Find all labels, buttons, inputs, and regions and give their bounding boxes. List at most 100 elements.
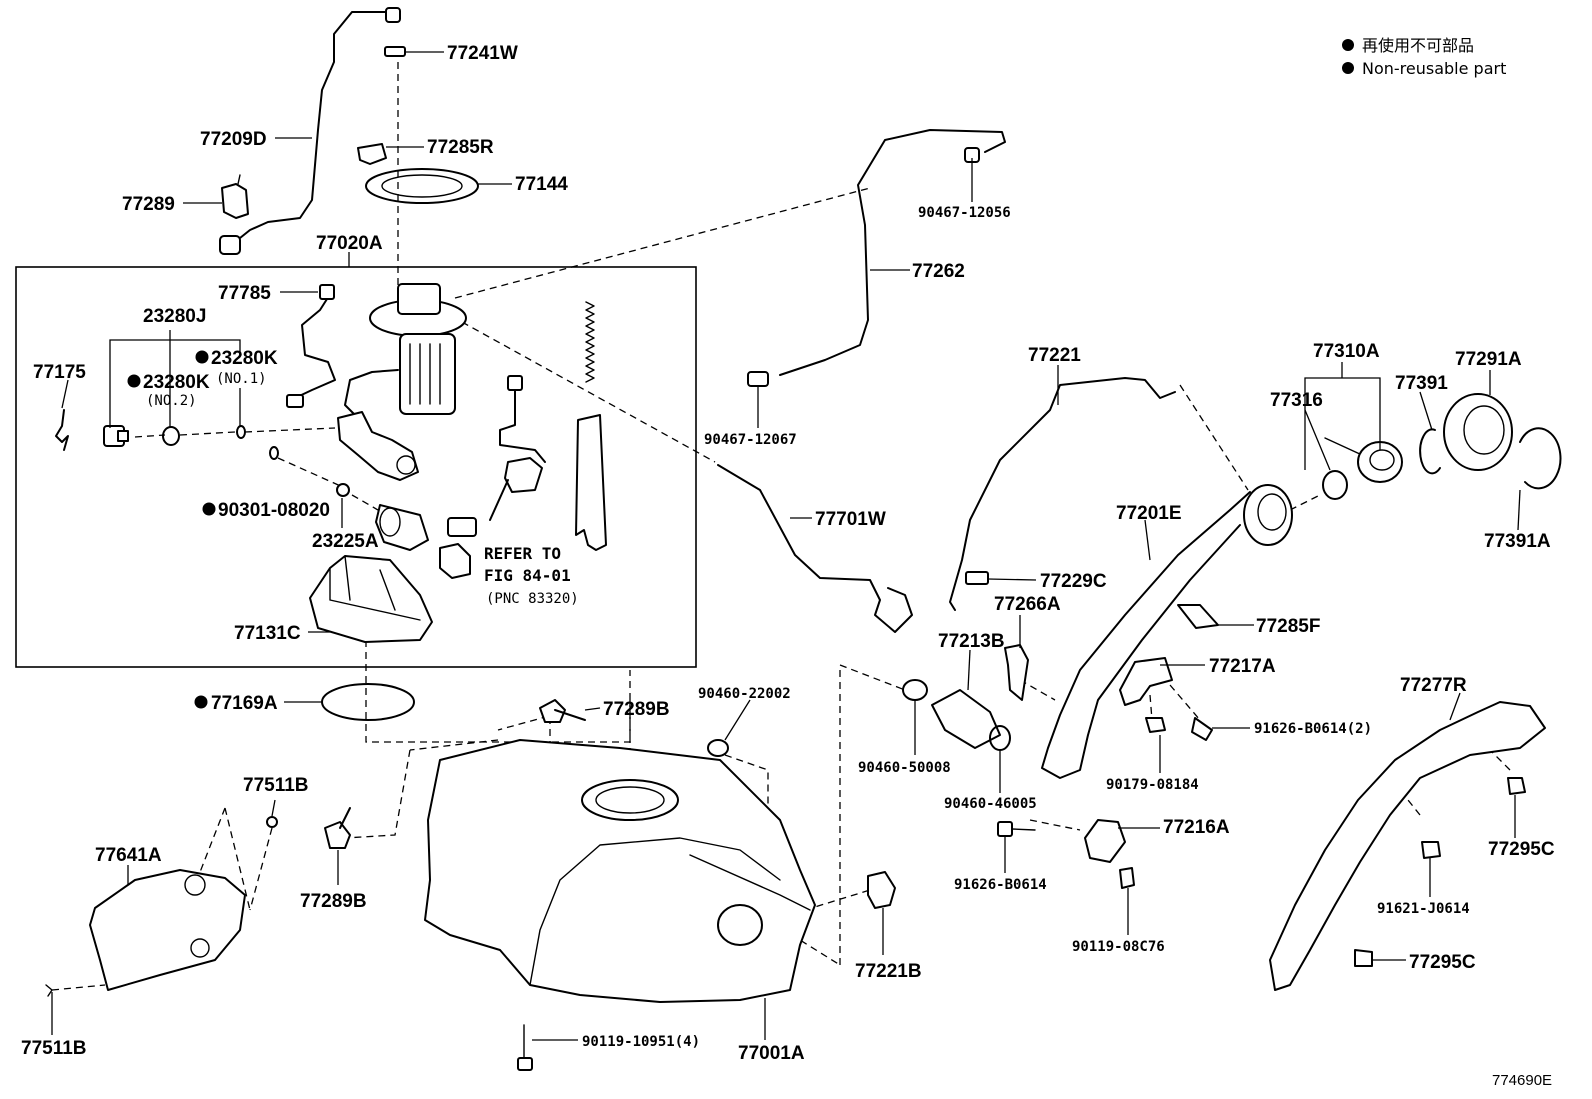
retainer-ring-77144 <box>365 168 479 204</box>
label-77221: 77221 <box>1028 345 1081 366</box>
fasteners <box>517 717 1526 1071</box>
label-77266A: 77266A <box>994 594 1061 615</box>
clamp-77289B-upper <box>539 699 566 723</box>
label-77229C: 77229C <box>1040 571 1107 592</box>
non-reusable-marker-icon <box>195 350 209 364</box>
leader-lines <box>51 51 1521 1041</box>
label-77701W: 77701W <box>815 509 886 530</box>
label-77295C-upper: 77295C <box>1488 839 1555 860</box>
spring-guide <box>575 301 607 551</box>
label-77221B: 77221B <box>855 961 922 982</box>
legend: 再使用不可部品 Non-reusable part <box>1342 36 1506 78</box>
vent-tube-77221 <box>949 377 1176 611</box>
label-77289B-upper: 77289B <box>603 699 670 720</box>
label-77144: 77144 <box>515 174 568 195</box>
label-77241W: 77241W <box>447 43 518 64</box>
ring-77391A <box>1519 427 1562 490</box>
label-77316: 77316 <box>1270 390 1323 411</box>
label-90301-08020: 90301-08020 <box>218 500 330 521</box>
bracket-77266A <box>1004 644 1029 701</box>
label-90460-50008: 90460-50008 <box>858 760 951 776</box>
clamp-77216A <box>1084 819 1126 863</box>
clamp-90460-22002 <box>707 739 729 757</box>
label-77785: 77785 <box>218 283 271 304</box>
label-23280J: 23280J <box>143 306 206 327</box>
legend-english: Non-reusable part <box>1362 59 1506 78</box>
protector-77277R <box>1269 701 1546 991</box>
label-77209D: 77209D <box>200 129 267 150</box>
o-ring-90301-08020 <box>269 446 279 460</box>
fuel-cap-77310A <box>1322 437 1403 500</box>
label-90179-08184: 90179-08184 <box>1106 777 1199 793</box>
label-77262: 77262 <box>912 261 965 282</box>
pump-assembly-box <box>15 266 697 668</box>
label-77511B-lower: 77511B <box>21 1038 87 1059</box>
label-77213B: 77213B <box>938 631 1005 652</box>
connector-77285R <box>357 143 387 165</box>
fuel-pump-sender-assembly <box>344 283 467 421</box>
filter-23225A <box>336 483 350 497</box>
fuel-pipe-77209D <box>219 7 401 255</box>
clamp-77221B <box>867 871 896 909</box>
label-90460-22002: 90460-22002 <box>698 686 791 702</box>
clip-77511B-lower <box>45 984 53 997</box>
label-no1: (NO.1) <box>216 371 267 387</box>
o-ring-23280K-no2 <box>162 426 180 446</box>
regulator-23280J <box>103 425 129 447</box>
vent-hose-77262 <box>747 129 1006 387</box>
label-77391A: 77391A <box>1484 531 1551 552</box>
breather-pipe-77701W <box>717 464 913 633</box>
label-77511B-upper: 77511B <box>243 775 309 796</box>
label-77289B-lower: 77289B <box>300 891 367 912</box>
non-reusable-marker-icon <box>127 374 141 388</box>
label-77285R: 77285R <box>427 137 494 158</box>
label-77291A: 77291A <box>1455 349 1522 370</box>
label-no2: (NO.2) <box>146 393 197 409</box>
label-90460-46005: 90460-46005 <box>944 796 1037 812</box>
label-77289: 77289 <box>122 194 175 215</box>
clamp-77289B-lower <box>324 821 351 849</box>
label-90467-12067: 90467-12067 <box>704 432 797 448</box>
label-77277R: 77277R <box>1400 675 1467 696</box>
legend-japanese: 再使用不可部品 <box>1362 36 1474 55</box>
subtank-77131C <box>309 555 433 643</box>
hose-77213B <box>902 679 1011 751</box>
clip-77511B-upper <box>266 816 278 828</box>
label-90119-10951: 90119-10951(4) <box>582 1034 700 1050</box>
clip-77175 <box>55 409 69 451</box>
label-77310A: 77310A <box>1313 341 1380 362</box>
label-23280K-no2: 23280K <box>143 372 210 393</box>
label-90467-12056: 90467-12056 <box>918 205 1011 221</box>
label-91626-B0614: 91626-B0614 <box>954 877 1047 893</box>
o-ring-23280K-no1 <box>236 425 246 439</box>
label-77131C: 77131C <box>234 623 301 644</box>
label-77217A: 77217A <box>1209 656 1276 677</box>
filler-pipe-77201E <box>1041 484 1293 779</box>
non-reusable-marker-icon <box>194 695 208 709</box>
label-refer-pnc: (PNC 83320) <box>486 591 579 607</box>
figure-number: 774690E <box>1492 1072 1552 1089</box>
label-77201E: 77201E <box>1116 503 1182 524</box>
sender-gauge <box>439 375 546 579</box>
clamp-77289 <box>221 174 249 219</box>
label-91626-B0614-2: 91626-B0614(2) <box>1254 721 1372 737</box>
non-reusable-marker-icon <box>1342 62 1354 74</box>
label-77175: 77175 <box>33 362 86 383</box>
label-91621-J0614: 91621-J0614 <box>1377 901 1470 917</box>
label-90119-08C76: 90119-08C76 <box>1072 939 1165 955</box>
harness-77785 <box>286 284 336 408</box>
housing-77291A <box>1443 393 1513 471</box>
gasket-77169A <box>321 683 415 721</box>
label-77295C-lower: 77295C <box>1409 952 1476 973</box>
non-reusable-marker-icon <box>1342 39 1354 51</box>
bracket-77217A <box>1119 657 1173 706</box>
label-23280K-no1: 23280K <box>211 348 278 369</box>
label-77216A: 77216A <box>1163 817 1230 838</box>
clip-77241W <box>384 46 406 57</box>
label-77020A: 77020A <box>316 233 383 254</box>
pad-77285F <box>1177 604 1219 629</box>
label-77391: 77391 <box>1395 373 1448 394</box>
clamp-77229C <box>965 571 989 585</box>
